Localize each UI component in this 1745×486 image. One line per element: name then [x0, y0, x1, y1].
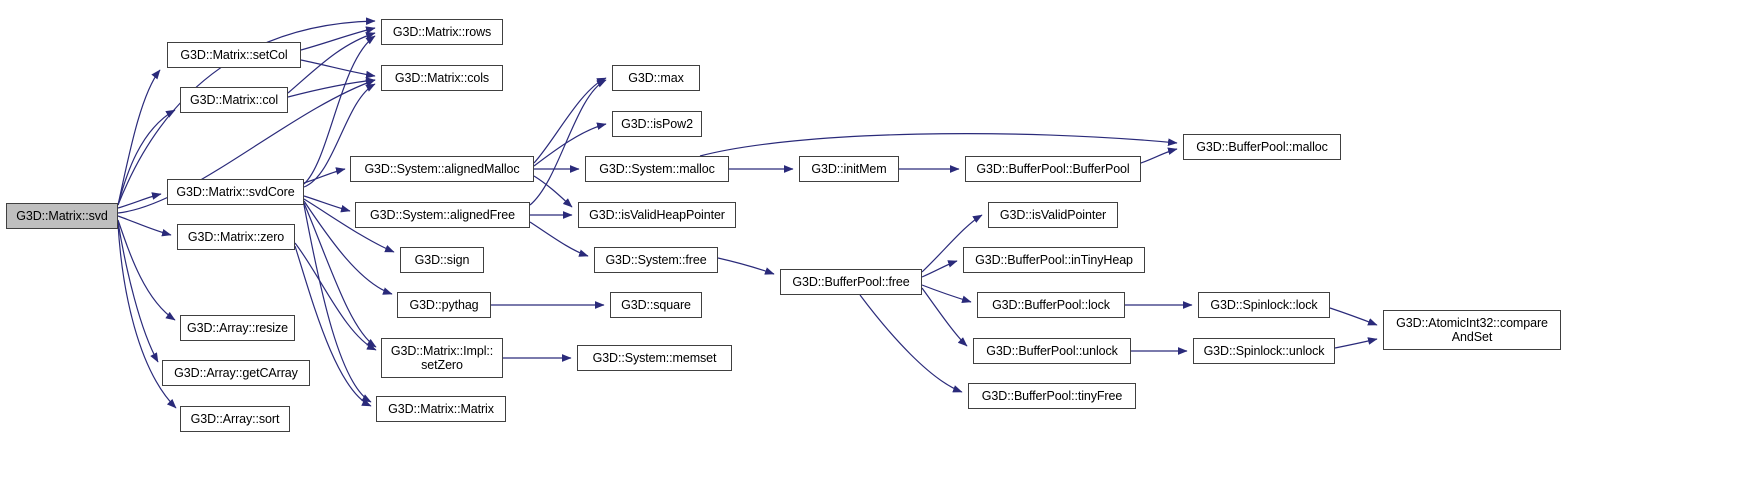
- graph-node-label: G3D::square: [621, 298, 691, 312]
- graph-node-label: G3D::BufferPool::lock: [992, 298, 1110, 312]
- graph-node-alignedFree[interactable]: G3D::System::alignedFree: [355, 202, 530, 228]
- graph-node-label: G3D::Spinlock::lock: [1210, 298, 1318, 312]
- graph-node-label: G3D::BufferPool::unlock: [986, 344, 1118, 358]
- graph-node-tinyFree[interactable]: G3D::BufferPool::tinyFree: [968, 383, 1136, 409]
- graph-node-alignedMalloc[interactable]: G3D::System::alignedMalloc: [350, 156, 534, 182]
- graph-node-square[interactable]: G3D::square: [610, 292, 702, 318]
- graph-node-label: G3D::BufferPool::tinyFree: [981, 389, 1123, 403]
- graph-node-sign[interactable]: G3D::sign: [400, 247, 484, 273]
- graph-node-label: G3D::Matrix::setCol: [180, 48, 288, 62]
- graph-node-label: G3D::Array::resize: [186, 321, 288, 335]
- graph-node-label: G3D::System::alignedFree: [370, 208, 515, 222]
- graph-node-sysfree[interactable]: G3D::System::free: [594, 247, 718, 273]
- graph-node-isValidHeapPtr[interactable]: G3D::isValidHeapPointer: [578, 202, 736, 228]
- graph-node-label: G3D::BufferPool::free: [792, 275, 910, 289]
- graph-node-svdCore[interactable]: G3D::Matrix::svdCore: [167, 179, 304, 205]
- graph-node-bpMalloc[interactable]: G3D::BufferPool::malloc: [1183, 134, 1341, 160]
- graph-node-isPow2[interactable]: G3D::isPow2: [612, 111, 702, 137]
- graph-node-resize[interactable]: G3D::Array::resize: [180, 315, 295, 341]
- graph-node-label: G3D::pythag: [409, 298, 479, 312]
- graph-node-compareAndSet[interactable]: G3D::AtomicInt32::compare AndSet: [1383, 310, 1561, 350]
- graph-node-svd[interactable]: G3D::Matrix::svd: [6, 203, 118, 229]
- graph-node-label: G3D::isPow2: [621, 117, 693, 131]
- graph-node-inTinyHeap[interactable]: G3D::BufferPool::inTinyHeap: [963, 247, 1145, 273]
- graph-node-spinUnlock[interactable]: G3D::Spinlock::unlock: [1193, 338, 1335, 364]
- graph-node-sort[interactable]: G3D::Array::sort: [180, 406, 290, 432]
- graph-node-zero[interactable]: G3D::Matrix::zero: [177, 224, 295, 250]
- graph-node-label: G3D::BufferPool::BufferPool: [976, 162, 1130, 176]
- graph-node-sysmalloc[interactable]: G3D::System::malloc: [585, 156, 729, 182]
- graph-node-setZero[interactable]: G3D::Matrix::Impl:: setZero: [381, 338, 503, 378]
- graph-node-label: G3D::Matrix::Matrix: [388, 402, 494, 416]
- graph-node-label: G3D::sign: [414, 253, 470, 267]
- graph-node-label: G3D::AtomicInt32::compare AndSet: [1396, 316, 1548, 344]
- graph-node-isValidPointer[interactable]: G3D::isValidPointer: [988, 202, 1118, 228]
- graph-node-getCArray[interactable]: G3D::Array::getCArray: [162, 360, 310, 386]
- graph-node-label: G3D::Matrix::svd: [16, 209, 108, 223]
- graph-node-label: G3D::System::alignedMalloc: [364, 162, 520, 176]
- graph-node-label: G3D::Matrix::col: [190, 93, 278, 107]
- graph-node-label: G3D::BufferPool::inTinyHeap: [975, 253, 1133, 267]
- graph-node-label: G3D::isValidHeapPointer: [589, 208, 725, 222]
- graph-node-cols[interactable]: G3D::Matrix::cols: [381, 65, 503, 91]
- graph-node-label: G3D::Matrix::cols: [394, 71, 490, 85]
- graph-node-label: G3D::Array::getCArray: [174, 366, 298, 380]
- graph-node-label: G3D::isValidPointer: [999, 208, 1107, 222]
- graph-node-MatrixCtor[interactable]: G3D::Matrix::Matrix: [376, 396, 506, 422]
- graph-node-initMem[interactable]: G3D::initMem: [799, 156, 899, 182]
- graph-node-label: G3D::max: [628, 71, 684, 85]
- graph-node-label: G3D::Matrix::rows: [392, 25, 492, 39]
- graph-node-label: G3D::System::malloc: [599, 162, 715, 176]
- graph-node-memset[interactable]: G3D::System::memset: [577, 345, 732, 371]
- graph-node-label: G3D::Matrix::zero: [187, 230, 285, 244]
- graph-node-max[interactable]: G3D::max: [612, 65, 700, 91]
- graph-node-bpLock[interactable]: G3D::BufferPool::lock: [977, 292, 1125, 318]
- graph-node-setCol[interactable]: G3D::Matrix::setCol: [167, 42, 301, 68]
- graph-node-label: G3D::initMem: [811, 162, 887, 176]
- graph-node-spinLock[interactable]: G3D::Spinlock::lock: [1198, 292, 1330, 318]
- graph-node-label: G3D::Array::sort: [190, 412, 280, 426]
- graph-node-label: G3D::System::memset: [592, 351, 717, 365]
- graph-node-label: G3D::System::free: [605, 253, 707, 267]
- graph-node-bpBufferPool[interactable]: G3D::BufferPool::BufferPool: [965, 156, 1141, 182]
- graph-node-rows[interactable]: G3D::Matrix::rows: [381, 19, 503, 45]
- graph-node-bpFree[interactable]: G3D::BufferPool::free: [780, 269, 922, 295]
- graph-node-label: G3D::Matrix::svdCore: [176, 185, 295, 199]
- graph-node-label: G3D::BufferPool::malloc: [1196, 140, 1328, 154]
- graph-node-bpUnlock[interactable]: G3D::BufferPool::unlock: [973, 338, 1131, 364]
- graph-node-col[interactable]: G3D::Matrix::col: [180, 87, 288, 113]
- graph-node-label: G3D::Spinlock::unlock: [1203, 344, 1325, 358]
- graph-node-pythag[interactable]: G3D::pythag: [397, 292, 491, 318]
- graph-node-label: G3D::Matrix::Impl:: setZero: [390, 344, 494, 372]
